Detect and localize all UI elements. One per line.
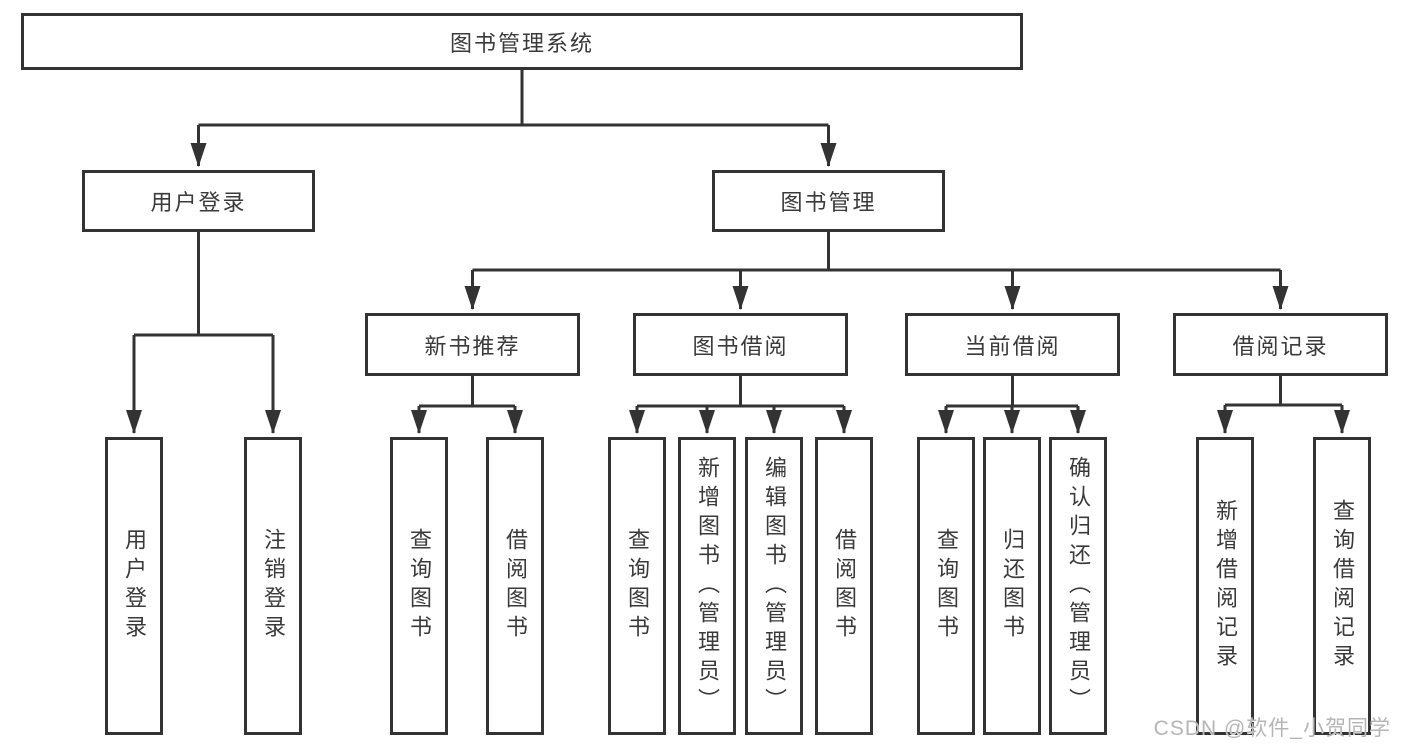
node-label: 图书管理	[780, 190, 877, 215]
node-borrowing-records: 借阅记录	[1173, 313, 1388, 376]
leaf-edit-book-admin: 编辑图书（管理员）	[745, 437, 803, 735]
leaf-logout-login: 注销登录	[244, 437, 302, 735]
leaf-borrow-books-recommend: 借阅图书	[486, 437, 544, 735]
node-book-management: 图书管理	[712, 170, 945, 232]
leaf-query-books-recommend: 查询图书	[390, 437, 448, 735]
node-label: 新增图书（管理员）	[695, 455, 720, 717]
node-label: 借阅图书	[832, 528, 857, 644]
node-label: 图书借阅	[692, 333, 789, 359]
node-user-login: 用户登录	[82, 170, 315, 232]
leaf-query-borrow-record: 查询借阅记录	[1313, 437, 1371, 735]
node-label: 借阅图书	[503, 528, 528, 644]
node-label: 查询图书	[934, 528, 959, 644]
node-label: 新增借阅记录	[1213, 499, 1238, 673]
node-label: 借阅记录	[1232, 333, 1329, 359]
leaf-borrow-books: 借阅图书	[815, 437, 873, 735]
node-book-borrowing: 图书借阅	[633, 313, 848, 376]
leaf-return-book: 归还图书	[983, 437, 1041, 735]
node-label: 查询图书	[407, 528, 432, 644]
node-new-book-recommendation: 新书推荐	[365, 313, 580, 376]
leaf-query-books-borrow: 查询图书	[608, 437, 666, 735]
node-library-management-system: 图书管理系统	[21, 13, 1023, 70]
node-label: 新书推荐	[424, 333, 521, 359]
leaf-add-book-admin: 新增图书（管理员）	[678, 437, 736, 735]
node-label: 当前借阅	[964, 333, 1061, 359]
node-label: 查询借阅记录	[1330, 499, 1355, 673]
node-label: 用户登录	[150, 190, 247, 215]
leaf-add-borrow-record: 新增借阅记录	[1196, 437, 1254, 735]
leaf-user-login: 用户登录	[105, 437, 163, 735]
node-label: 查询图书	[625, 528, 650, 644]
leaf-confirm-return-admin: 确认归还（管理员）	[1049, 437, 1107, 735]
leaf-query-books-current: 查询图书	[917, 437, 975, 735]
node-label: 图书管理系统	[449, 30, 594, 56]
node-label: 用户登录	[122, 528, 147, 644]
node-label: 归还图书	[1000, 528, 1025, 644]
node-label: 确认归还（管理员）	[1066, 455, 1091, 717]
node-label: 注销登录	[261, 528, 286, 644]
csdn-watermark: CSDN @软件_小贺同学	[1153, 717, 1391, 740]
node-label: 编辑图书（管理员）	[762, 455, 787, 717]
node-current-borrowing: 当前借阅	[905, 313, 1120, 376]
